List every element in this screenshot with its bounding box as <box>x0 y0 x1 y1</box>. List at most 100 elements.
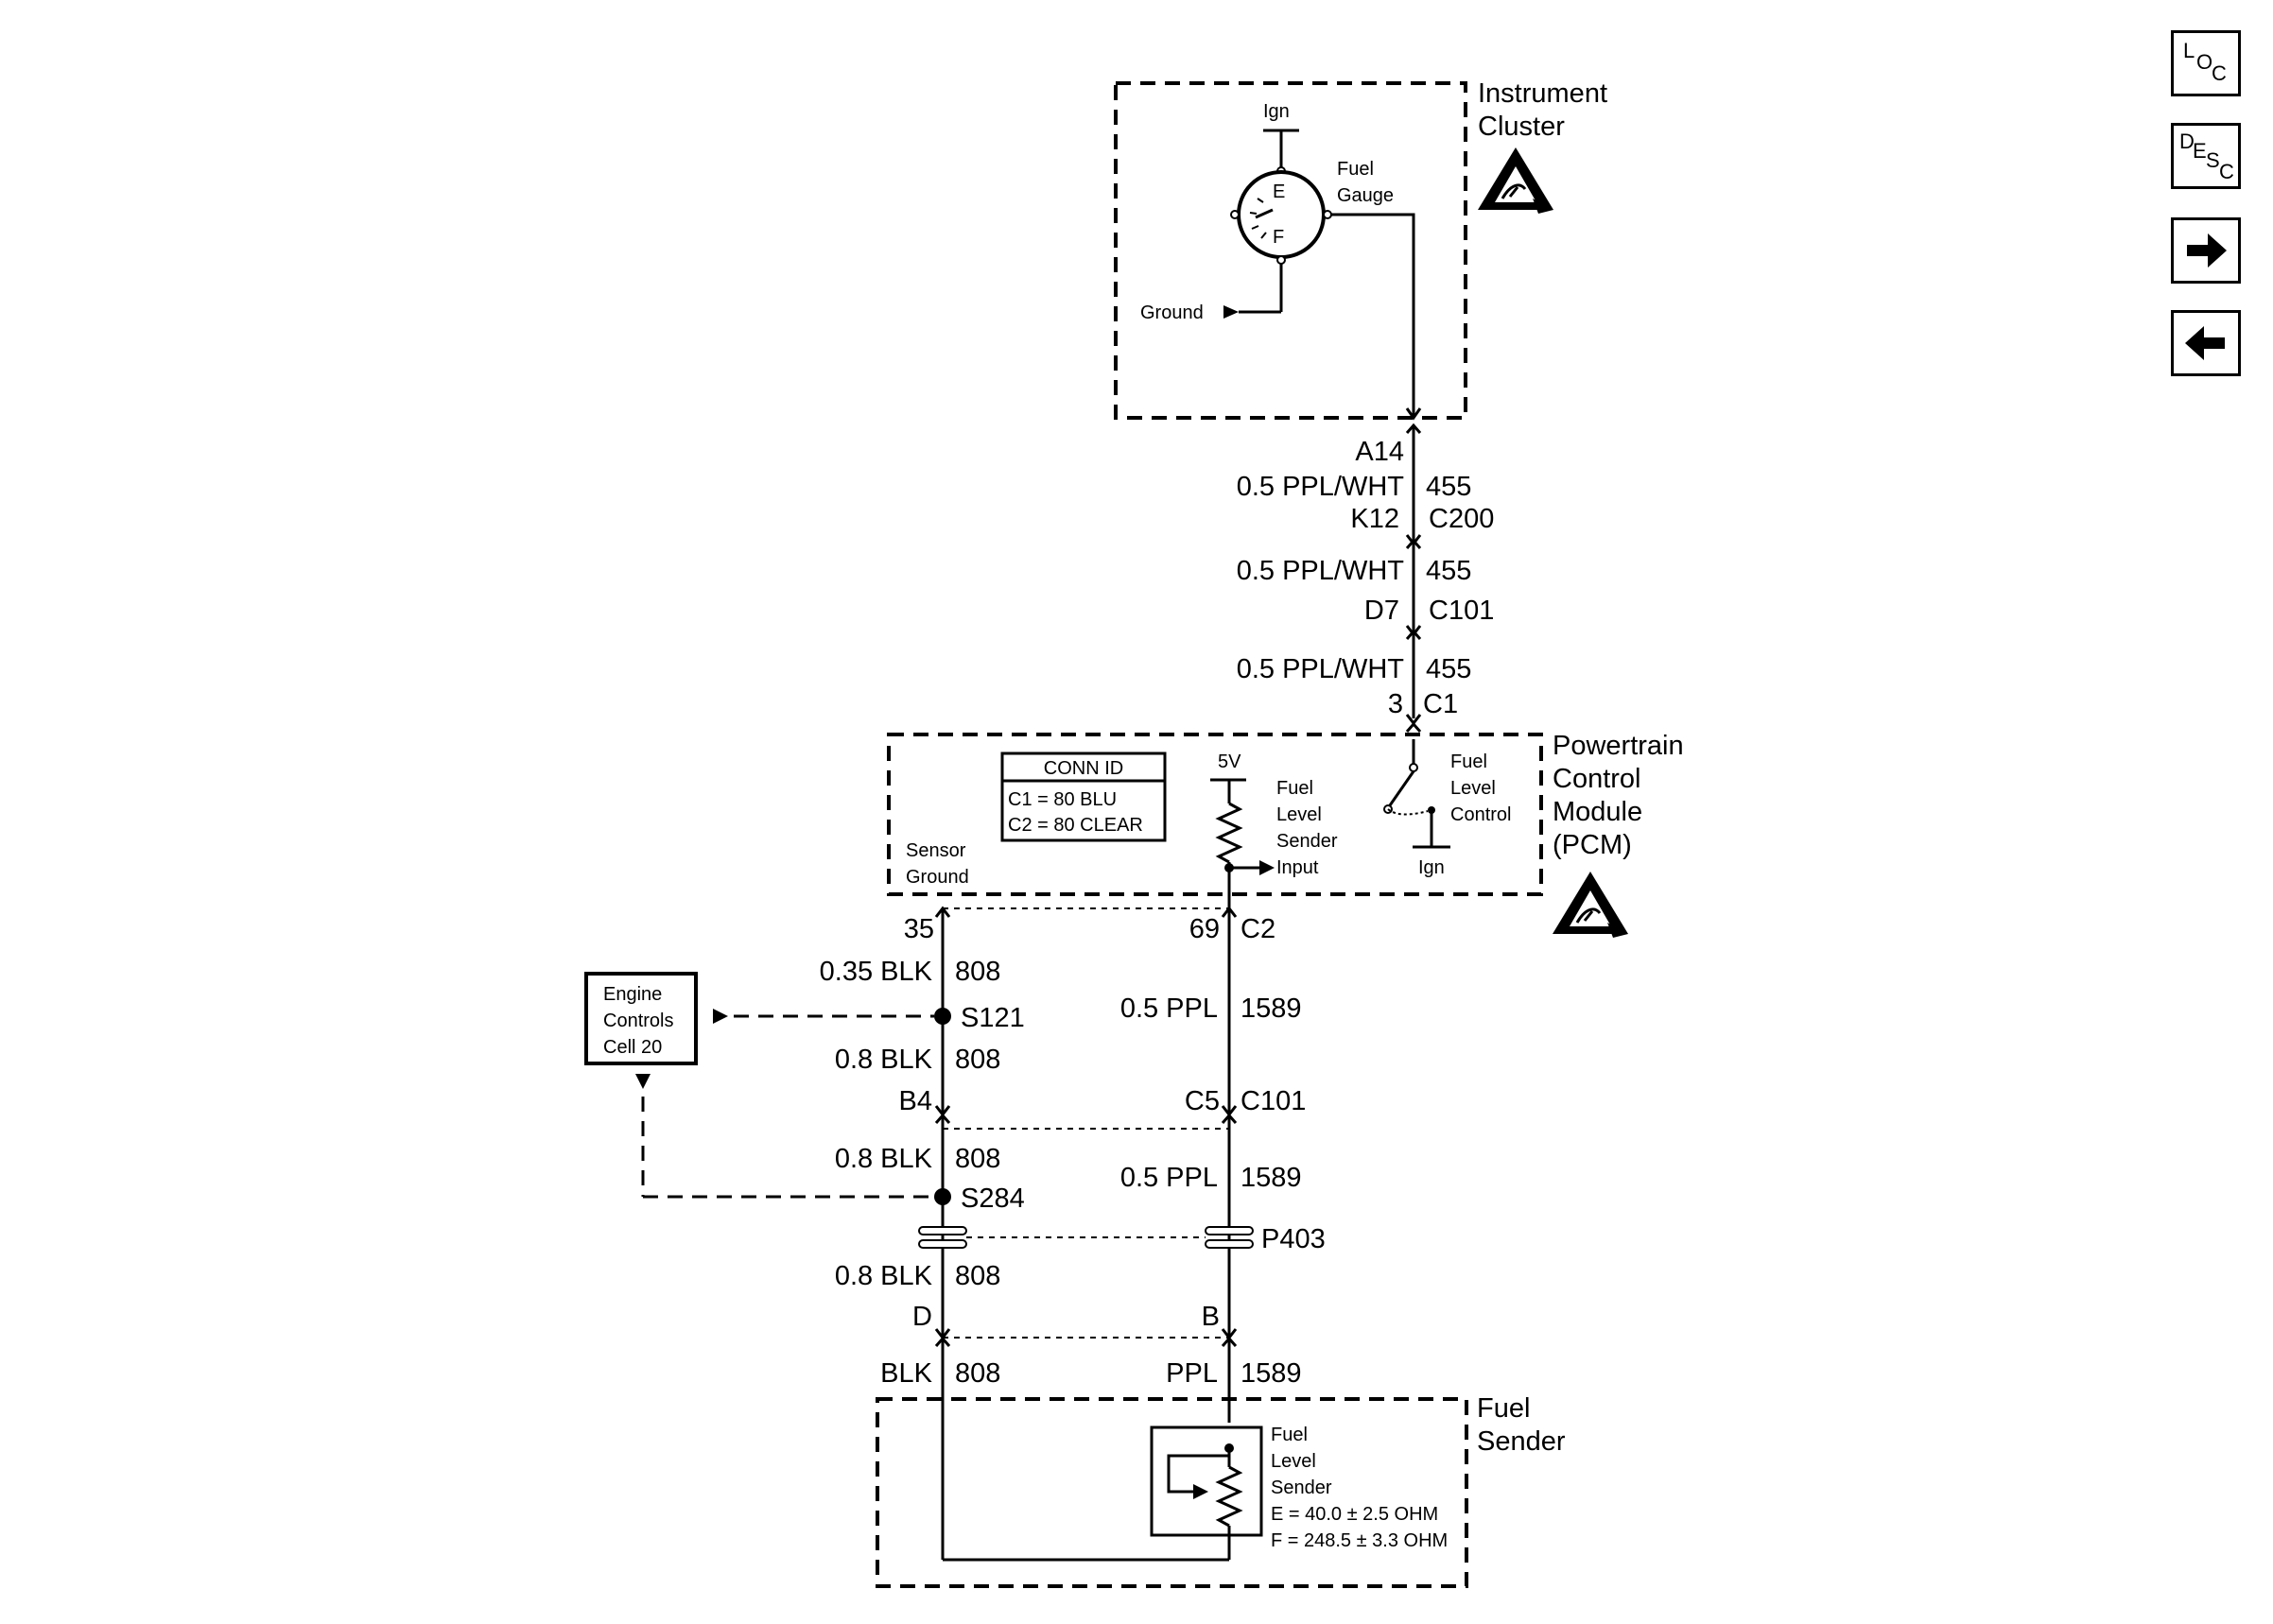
connector-c101: C101 <box>1241 1086 1306 1116</box>
connector-marks <box>918 906 1254 1347</box>
pin-69: 69 <box>1189 914 1220 944</box>
connector-c2: C2 <box>1241 914 1275 944</box>
pcm-ign-label: Ign <box>1418 857 1445 878</box>
pin-b: B <box>1202 1302 1220 1332</box>
pin-b4: B4 <box>899 1086 932 1116</box>
engine-controls-label-3: Cell 20 <box>603 1037 662 1058</box>
sensor-ground-label: Sensor <box>906 840 966 861</box>
left-circuit-labels: 35 0.35 BLK 808 S121 0.8 BLK 808 B4 0.8 … <box>820 914 1025 1389</box>
instrument-cluster-title-2: Cluster <box>1478 112 1565 142</box>
connector-pin-d7: D7 <box>1364 596 1399 626</box>
pin-c5: C5 <box>1185 1086 1220 1116</box>
pin-d: D <box>912 1302 932 1332</box>
fuel-level-control-label: Fuel <box>1450 752 1487 772</box>
sender-resistor-icon <box>1215 1465 1243 1528</box>
circuit-number: 808 <box>955 957 1000 987</box>
sender-input-label-2: Level <box>1276 804 1322 825</box>
wire-label: 0.5 PPL/WHT <box>1237 472 1405 502</box>
circuit-number: 1589 <box>1241 993 1302 1024</box>
sender-input-label-4: Input <box>1276 857 1319 878</box>
full-resistance-spec: F = 248.5 ± 3.3 OHM <box>1271 1530 1448 1551</box>
fuel-sender-title: Fuel <box>1477 1393 1530 1424</box>
next-page-button[interactable] <box>2171 217 2241 284</box>
right-circuit-labels: 69 C2 0.5 PPL 1589 C5 C101 0.5 PPL 1589 … <box>1120 914 1326 1389</box>
empty-resistance-spec: E = 40.0 ± 2.5 OHM <box>1271 1504 1438 1525</box>
wire-label: 0.35 BLK <box>820 957 933 987</box>
5v-label: 5V <box>1218 752 1241 772</box>
circuit-number: 1589 <box>1241 1358 1302 1389</box>
arrow-right-icon <box>2187 233 2227 268</box>
fuel-level-sender-label-2: Level <box>1271 1451 1316 1472</box>
circuit-455: A14 0.5 PPL/WHT 455 K12 C200 0.5 PPL/WHT… <box>1237 423 1494 733</box>
fuel-level-control-label-3: Control <box>1450 804 1511 825</box>
wire-label: 0.8 BLK <box>835 1261 933 1291</box>
splice-label-s121: S121 <box>961 1003 1025 1033</box>
connector-pin-a14: A14 <box>1355 437 1404 467</box>
passthrough-label-p403: P403 <box>1261 1224 1326 1254</box>
pcm-title: Powertrain <box>1553 731 1684 761</box>
pcm-title-2: Control <box>1553 764 1641 794</box>
passthrough-icon <box>918 1226 967 1249</box>
fuel-sender-title-2: Sender <box>1477 1426 1566 1457</box>
esd-warning-icon <box>1476 146 1555 216</box>
wire-label: 0.5 PPL <box>1120 1163 1218 1193</box>
ign-label: Ign <box>1263 101 1290 122</box>
wiper-arrow-icon <box>1193 1484 1208 1499</box>
gauge-e-label: E <box>1273 181 1285 202</box>
wire-label: 0.5 PPL/WHT <box>1237 556 1405 586</box>
instrument-cluster: Instrument Cluster Ign E F Fuel Gauge Gr… <box>1114 78 1607 421</box>
circuit-number: 1589 <box>1241 1163 1302 1193</box>
instrument-cluster-title: Instrument <box>1478 78 1607 109</box>
arrow-left-icon <box>2185 326 2225 360</box>
esd-warning-icon <box>1551 870 1630 940</box>
engine-controls-cell: Engine Controls Cell 20 <box>584 972 934 1199</box>
pin-35: 35 <box>904 914 934 944</box>
wire-label: BLK <box>880 1358 932 1389</box>
connector-c1: C1 <box>1423 689 1458 719</box>
splice-s121 <box>934 1008 951 1025</box>
splice-label-s284: S284 <box>961 1183 1025 1214</box>
circuit-number: 808 <box>955 1144 1000 1174</box>
conn-id-c1: C1 = 80 BLU <box>1008 789 1117 810</box>
sender-input-label-3: Sender <box>1276 831 1338 852</box>
engine-controls-label: Engine <box>603 984 662 1005</box>
description-button[interactable]: D E S C <box>2171 123 2241 189</box>
location-button[interactable]: L O C <box>2171 30 2241 96</box>
wire-label: 0.8 BLK <box>835 1045 933 1075</box>
fuel-sender: Fuel Sender Fuel Level Sender E = 40.0 ±… <box>876 1393 1566 1588</box>
circuit-number: 808 <box>955 1358 1000 1389</box>
wire-label: PPL <box>1166 1358 1218 1389</box>
sender-input-label: Fuel <box>1276 778 1313 799</box>
conn-id-header: CONN ID <box>1044 758 1123 779</box>
switch-icon <box>1388 770 1415 806</box>
sensor-ground-label-2: Ground <box>906 867 969 888</box>
circuit-number: 808 <box>955 1261 1000 1291</box>
passthrough-icon <box>1205 1226 1254 1249</box>
splice-s284 <box>934 1188 951 1205</box>
conn-id-c2: C2 = 80 CLEAR <box>1008 815 1143 836</box>
fuel-level-sender-label: Fuel <box>1271 1425 1308 1445</box>
pcm-module: Powertrain Control Module (PCM) CONN ID … <box>887 731 1684 940</box>
wire-label: 0.8 BLK <box>835 1144 933 1174</box>
wire-label: 0.5 PPL/WHT <box>1237 654 1405 684</box>
connector-pin-k12: K12 <box>1350 504 1399 534</box>
circuit-number: 455 <box>1426 654 1471 684</box>
pcm-title-4: (PCM) <box>1553 830 1632 860</box>
fuel-level-sender-label-3: Sender <box>1271 1477 1332 1498</box>
previous-page-button[interactable] <box>2171 310 2241 376</box>
connector-c200: C200 <box>1429 504 1494 534</box>
conn-id-table: CONN ID C1 = 80 BLU C2 = 80 CLEAR <box>1000 752 1167 842</box>
wire-label: 0.5 PPL <box>1120 993 1218 1024</box>
gauge-f-label: F <box>1273 227 1284 248</box>
fuel-level-control-label-2: Level <box>1450 778 1496 799</box>
engine-controls-label-2: Controls <box>603 1011 673 1031</box>
circuit-number: 455 <box>1426 556 1471 586</box>
pcm-title-3: Module <box>1553 797 1642 827</box>
connector-pin-3: 3 <box>1388 689 1403 719</box>
fuel-gauge-label: Fuel <box>1337 159 1374 180</box>
resistor-icon <box>1215 802 1243 864</box>
ground-label: Ground <box>1140 302 1204 323</box>
fuel-gauge-label-2: Gauge <box>1337 185 1394 206</box>
circuit-number: 808 <box>955 1045 1000 1075</box>
